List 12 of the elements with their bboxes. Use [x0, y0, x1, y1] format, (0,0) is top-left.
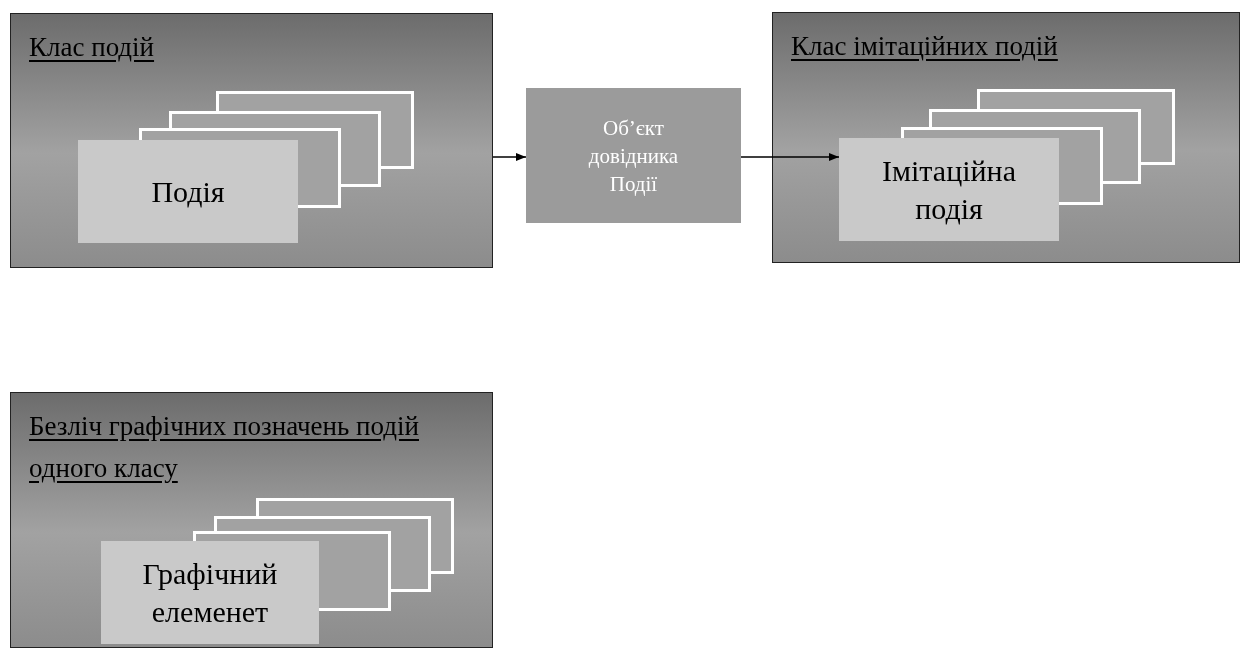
class-panel: [10, 392, 493, 648]
class-panel: [10, 13, 493, 268]
arrow: [740, 153, 840, 161]
panel-title: Безліч графічних позначень подій одного класу: [29, 410, 420, 485]
event-box: Графічний елеменет: [101, 541, 319, 644]
class-panel: [772, 12, 1240, 263]
reference-object-box: Об’єкт довідника Події: [526, 88, 741, 223]
panel-title: Клас подій: [29, 31, 156, 64]
event-box: Подія: [78, 140, 298, 243]
event-box: Імітаційна подія: [839, 138, 1059, 241]
panel-title: Клас імітаційних подій: [791, 30, 1059, 63]
arrow: [492, 153, 527, 161]
